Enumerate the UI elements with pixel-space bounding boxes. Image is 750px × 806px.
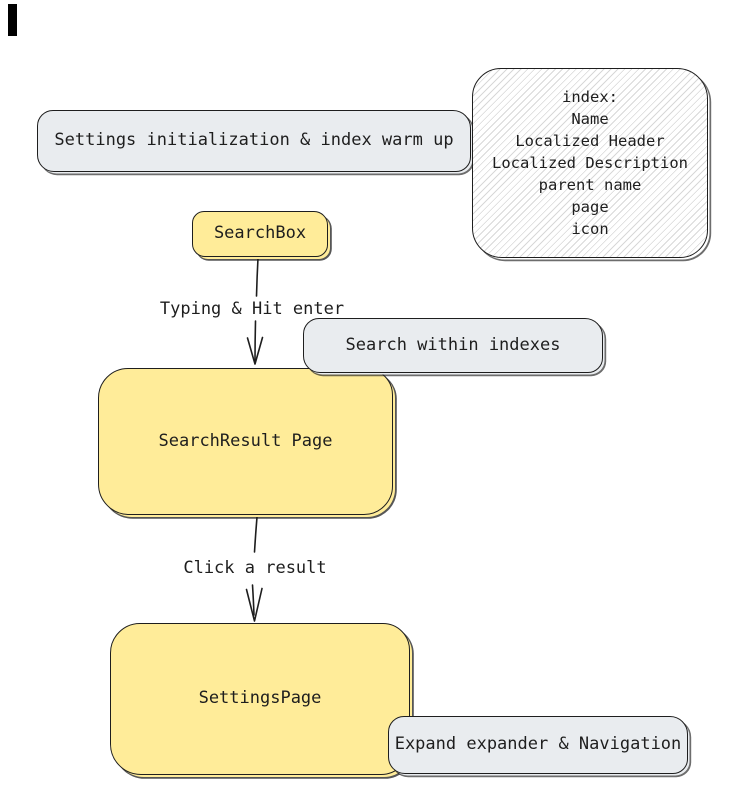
index-field-line: parent name [538, 176, 642, 194]
node-settingspage-label: SettingsPage [198, 688, 322, 709]
index-field-line: index: [562, 88, 618, 106]
node-index-fields[interactable]: index: Name Localized Header Localized D… [472, 68, 708, 258]
index-field-line: icon [571, 220, 609, 238]
node-searchbox-label: SearchBox [213, 223, 307, 244]
node-settings-initialization-label: Settings initialization & index warm up [54, 130, 454, 151]
node-expand-expander-navigation-label: Expand expander & Navigation [394, 734, 682, 755]
node-searchresult-page[interactable]: SearchResult Page [98, 368, 393, 515]
index-fields-text: index: Name Localized Header Localized D… [492, 86, 688, 240]
node-searchresult-page-label: SearchResult Page [158, 430, 333, 451]
node-settingspage[interactable]: SettingsPage [110, 623, 410, 775]
arrow-searchresult-to-settingspage[interactable] [245, 516, 263, 622]
edge-label-click-a-result[interactable]: Click a result [183, 558, 327, 578]
edge-label-typing-hit-enter[interactable]: Typing & Hit enter [159, 299, 345, 319]
index-field-line: Name [571, 110, 609, 128]
arrow-searchbox-to-searchresult[interactable] [246, 257, 264, 365]
node-search-within-indexes-label: Search within indexes [345, 334, 561, 355]
node-searchbox[interactable]: SearchBox [192, 211, 328, 257]
index-field-line: Localized Header [515, 132, 665, 150]
node-expand-expander-navigation[interactable]: Expand expander & Navigation [388, 716, 688, 774]
index-field-line: Localized Description [492, 154, 688, 172]
index-field-line: page [571, 198, 609, 216]
text-cursor-bar [8, 4, 17, 36]
node-settings-initialization[interactable]: Settings initialization & index warm up [37, 110, 471, 172]
node-search-within-indexes[interactable]: Search within indexes [303, 318, 603, 373]
